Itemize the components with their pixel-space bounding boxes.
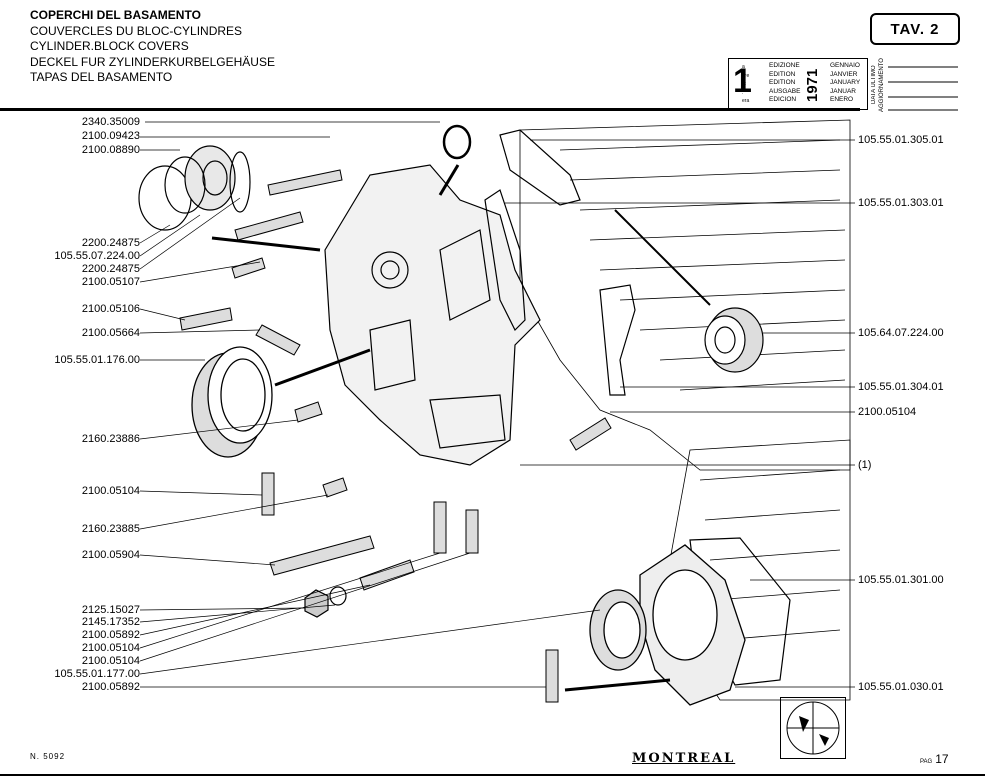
rear-cover [589, 544, 746, 706]
leader-lines [139, 121, 855, 688]
part-label: 105.64.07.224.00 [858, 327, 944, 339]
document-number: N. 5092 [30, 752, 66, 761]
studs [179, 169, 612, 703]
brand-logo: MONTREAL [632, 751, 736, 766]
title-es: TAPAS DEL BASAMENTO [30, 70, 173, 84]
gaskets [484, 129, 791, 686]
edition-number: 1 [733, 62, 752, 100]
part-label: 105.55.01.176.00 [54, 354, 140, 366]
part-label: 2160.23886 [81, 433, 140, 445]
part-label: 2200.24875 [81, 263, 140, 275]
title-block: COPERCHI DEL BASAMENTO COUVERCLES DU BLO… [30, 8, 275, 86]
part-label: 2100.05104 [81, 642, 140, 654]
part-label: 2100.05104 [858, 406, 917, 418]
part-label: 105.55.07.224.00 [54, 250, 140, 262]
part-label: 2100.05106 [81, 303, 140, 315]
edition-word: EDIZIONE [769, 62, 800, 69]
edition-month: JANVIER [830, 70, 858, 78]
edition-suffixes: a ere st . era [742, 63, 749, 106]
part-label: 2100.05107 [81, 276, 140, 288]
edition-month: ENERO [830, 96, 854, 103]
part-label: 2100.05892 [81, 629, 140, 641]
title-en: CYLINDER.BLOCK COVERS [30, 39, 189, 53]
part-label: 2100.05104 [81, 655, 140, 667]
part-label: 105.55.01.305.01 [858, 134, 944, 146]
edition-month: JANUARY [830, 79, 861, 86]
edition-word: EDITION [769, 70, 796, 78]
part-label: 2100.05664 [81, 327, 140, 339]
header-rule [0, 108, 860, 111]
part-label: 2100.05904 [81, 549, 140, 561]
part-label: 105.55.01.303.01 [858, 197, 944, 209]
bearing-circlip [138, 145, 251, 231]
suffix: st [742, 81, 746, 87]
suffix: era [742, 98, 750, 104]
page-value: 17 [935, 752, 949, 766]
part-label: (1) [858, 459, 872, 471]
suffix: ere [742, 72, 750, 79]
part-label: 2340.35009 [81, 116, 140, 128]
footer-rule [0, 774, 985, 776]
page-prefix: PAG [920, 759, 933, 765]
edition-word: EDITION [769, 79, 796, 86]
part-label: 2100.09423 [81, 130, 140, 142]
suffix: a [742, 64, 745, 70]
title-de: DECKEL FUR ZYLINDERKURBELGEHÄUSE [30, 54, 275, 69]
part-label: 2125.15027 [81, 604, 140, 616]
oil-seal-left [191, 346, 273, 458]
part-label: 2100.05892 [81, 681, 140, 693]
o-ring [442, 124, 472, 160]
part-label: 105.55.01.304.01 [858, 381, 944, 393]
edition-month: GENNAIO [830, 62, 860, 69]
part-label: 2100.08890 [81, 144, 140, 156]
manufacturer-emblem [780, 697, 846, 759]
plate-number: TAV. 2 [870, 13, 960, 45]
edition-months: GENNAIO JANVIER JANUARY JANUAR ENERO [830, 62, 860, 105]
title-fr: COUVERCLES DU BLOC-CYLINDRES [30, 23, 243, 38]
part-label: 2160.23885 [81, 523, 140, 535]
suffix: . [742, 89, 744, 96]
edition-word: EDICION [769, 96, 797, 103]
part-label: 105.55.01.301.00 [858, 574, 944, 586]
part-label: 2200.24875 [81, 237, 140, 249]
part-label: 2100.05104 [81, 485, 140, 497]
front-cover [324, 164, 541, 466]
edition-month: JANUAR [830, 87, 857, 95]
edition-words: EDIZIONE EDITION EDITION AUSGABE EDICION [769, 62, 800, 105]
bearing-right [704, 307, 764, 373]
edition-box: 1 a ere st . era EDIZIONE EDITION EDITIO… [728, 58, 868, 110]
edition-word: AUSGABE [769, 87, 801, 95]
part-label: 2145.17352 [81, 616, 140, 628]
part-label: 105.55.01.177.00 [54, 668, 140, 680]
title-it: COPERCHI DEL BASAMENTO [30, 8, 201, 22]
part-label: 105.55.01.030.01 [858, 681, 944, 693]
